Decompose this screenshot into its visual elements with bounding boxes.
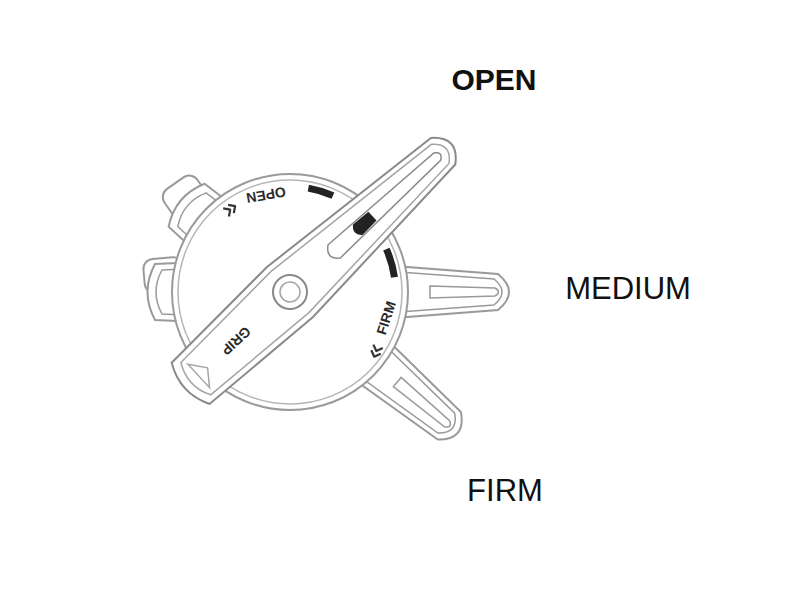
lever xyxy=(162,119,474,414)
ghost-levers xyxy=(148,174,510,458)
position-label: OPEN xyxy=(451,65,536,95)
detent-mark xyxy=(383,248,398,278)
position-label: FIRM xyxy=(467,475,543,506)
detent-mark xyxy=(308,185,335,199)
position-label: MEDIUM xyxy=(565,273,691,304)
firm-lever-ghost xyxy=(159,174,480,458)
